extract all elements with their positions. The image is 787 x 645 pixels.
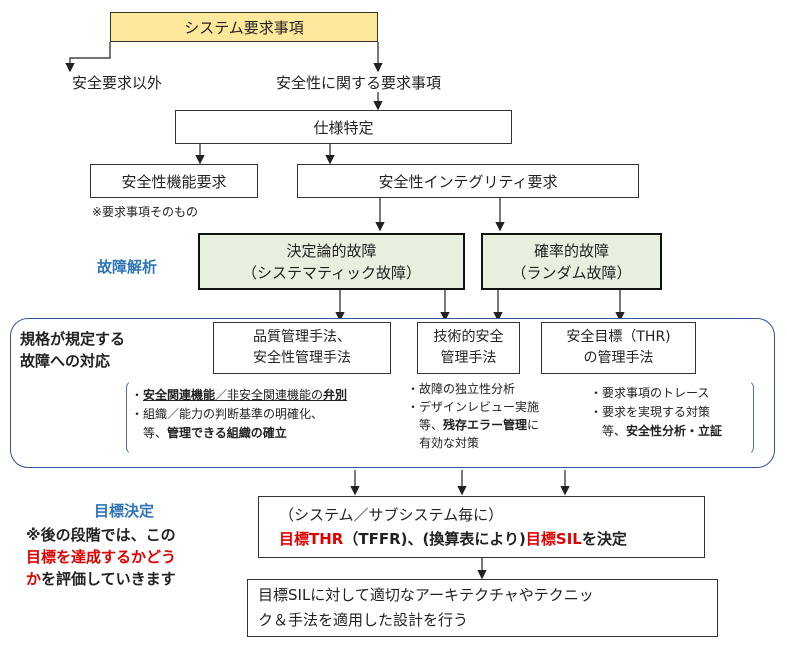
quality-management-line1: 品質管理手法、 <box>253 329 351 345</box>
right-notes: ・要求事項のトレース ・要求を実現する対策 等、安全性分析・立証 <box>590 384 722 441</box>
random-failure-title: 確率的故障 <box>533 241 609 260</box>
target-note-line1: ※後の段階では、この <box>26 526 176 544</box>
particle-text: に <box>527 418 540 432</box>
left-note-1: ・安全関連機能／非安全関連機能の弁別 <box>131 386 347 405</box>
systematic-failure-box: 決定論的故障 （システマティック故障） <box>198 233 465 290</box>
design-box-line2: ク＆手法を適用した設計を行う <box>258 611 469 629</box>
left-note-2: ・組織／能力の判断基準の明確化、 <box>131 407 324 421</box>
target-box: （システム／サブシステム毎に） 目標THR（TFFR)、(換算表により)目標SI… <box>258 496 705 558</box>
quality-management-line2: 安全性管理手法 <box>253 350 351 366</box>
system-requirements-box: システム要求事項 <box>110 12 378 42</box>
mid-note-1: ・故障の独立性分析 <box>407 382 516 396</box>
discrimination-text: 弁別 <box>323 388 348 402</box>
notes-bracket <box>126 380 754 455</box>
etc-text: 等、 <box>131 426 168 440</box>
thr-management-line1: 安全目標（THR) <box>566 329 671 345</box>
technical-safety-line2: 管理手法 <box>440 350 497 366</box>
safety-analysis-text: 安全性分析・立証 <box>626 424 723 438</box>
target-box-line1: （システム／サブシステム毎に） <box>279 506 504 524</box>
mid-notes: ・故障の独立性分析 ・デザインレビュー実施 等、残存エラー管理に 有効な対策 <box>407 380 539 452</box>
design-box-line1: 目標SILに対して適切なアーキテクチャやテクニッ <box>258 586 594 604</box>
residual-error-text: 残存エラー管理 <box>443 418 528 432</box>
target-note-line2: 目標を達成するかどう <box>26 548 177 566</box>
target-thr-text: 目標THR <box>279 530 344 548</box>
safety-function-req-box: 安全性機能要求 <box>90 164 258 198</box>
spec-label: 仕様特定 <box>313 118 374 137</box>
thr-management-line2: の管理手法 <box>583 350 654 366</box>
safety-function-req-label: 安全性機能要求 <box>121 172 227 191</box>
safety-integrity-req-label: 安全性インテグリティ要求 <box>378 172 558 191</box>
etc-text: 等、 <box>407 418 444 432</box>
organization-text: 管理できる組織の確立 <box>167 426 287 440</box>
target-box-line2: 目標THR（TFFR)、(換算表により)目標SILを決定 <box>279 527 704 551</box>
safety-integrity-req-box: 安全性インテグリティ要求 <box>297 164 639 198</box>
mid-note-4: 有効な対策 <box>407 436 480 450</box>
target-decision-label: 目標決定 <box>94 502 155 520</box>
quality-management-box: 品質管理手法、 安全性管理手法 <box>213 322 391 374</box>
left-notes: ・安全関連機能／非安全関連機能の弁別 ・組織／能力の判断基準の明確化、 等、管理… <box>131 386 347 443</box>
mid-note-3: 等、残存エラー管理に <box>407 416 539 434</box>
left-note-3: 等、管理できる組織の確立 <box>131 424 347 443</box>
spec-box: 仕様特定 <box>175 110 512 144</box>
panel-title-line1: 規格が規定する <box>20 330 126 348</box>
panel-title-line2: 故障への対応 <box>20 352 111 370</box>
random-failure-box: 確率的故障 （ランダム故障） <box>481 233 662 290</box>
failure-analysis-label: 故障解析 <box>97 258 158 276</box>
systematic-failure-title: 決定論的故障 <box>286 241 377 260</box>
target-note-line3: かを評価していきます <box>26 568 176 590</box>
target-note-red: か <box>26 570 42 588</box>
thr-management-box: 安全目標（THR) の管理手法 <box>541 322 696 374</box>
target-note-rest: を評価していきます <box>41 570 176 588</box>
right-note-3: 等、安全性分析・立証 <box>590 422 722 441</box>
mid-note-2: ・デザインレビュー実施 <box>407 400 540 414</box>
safety-function-note: ※要求事項そのもの <box>92 205 199 219</box>
safety-requirements-label: 安全性に関する要求事項 <box>276 74 442 92</box>
technical-safety-box: 技術的安全 管理手法 <box>417 322 520 374</box>
etc-text: 等、 <box>590 424 627 438</box>
target-mid-text: （TFFR)、(換算表により) <box>343 530 526 548</box>
panel-title: 規格が規定する 故障への対応 <box>20 328 125 372</box>
non-safety-function-text: ／非安全関連機能の <box>215 388 324 402</box>
target-note: ※後の段階では、この 目標を達成するかどう かを評価していきます <box>26 524 176 590</box>
target-end-text: を決定 <box>581 530 627 548</box>
technical-safety-line1: 技術的安全 <box>433 329 504 345</box>
non-safety-label: 安全要求以外 <box>72 74 163 92</box>
bullet: ・ <box>131 388 144 402</box>
safety-function-text: 安全関連機能 <box>143 388 216 402</box>
right-note-2: ・要求を実現する対策 <box>590 405 711 419</box>
right-note-1: ・要求事項のトレース <box>590 386 710 400</box>
random-failure-subtitle: （ランダム故障） <box>511 263 632 282</box>
systematic-failure-subtitle: （システマティック故障） <box>241 263 422 282</box>
target-sil-text: 目標SIL <box>525 530 582 548</box>
system-requirements-label: システム要求事項 <box>184 18 304 37</box>
design-box: 目標SILに対して適切なアーキテクチャやテクニッ ク＆手法を適用した設計を行う <box>247 579 718 637</box>
standards-panel <box>10 318 775 468</box>
